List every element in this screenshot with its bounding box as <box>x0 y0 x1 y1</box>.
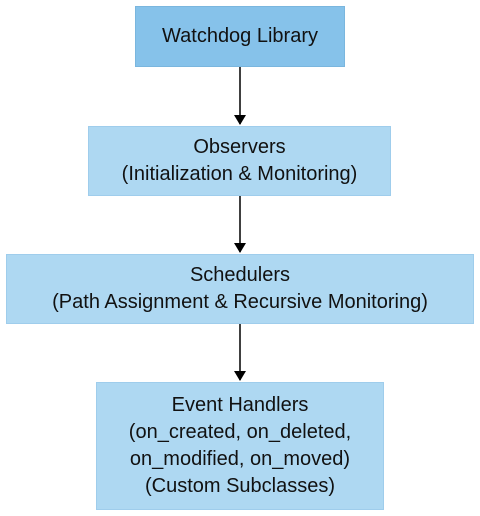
node-label: Schedulers <box>189 264 291 286</box>
node-label: Watchdog Library <box>162 25 318 47</box>
node-observers: Observers (Initialization & Monitoring) <box>88 126 391 196</box>
node-sublabel: (Custom Subclasses) <box>144 475 336 497</box>
node-event-handlers: Event Handlers (on_created, on_deleted, … <box>96 382 384 510</box>
node-label: Observers <box>193 136 286 158</box>
node-label: Event Handlers <box>171 394 309 416</box>
node-schedulers: Schedulers (Path Assignment & Recursive … <box>6 254 474 324</box>
node-watchdog-library: Watchdog Library <box>135 6 345 67</box>
node-sublabel: (Path Assignment & Recursive Monitoring) <box>52 291 428 313</box>
node-sublabel: (on_created, on_deleted, <box>128 421 352 443</box>
node-sublabel: (Initialization & Monitoring) <box>121 163 358 185</box>
node-sublabel: on_modified, on_moved) <box>129 448 351 470</box>
